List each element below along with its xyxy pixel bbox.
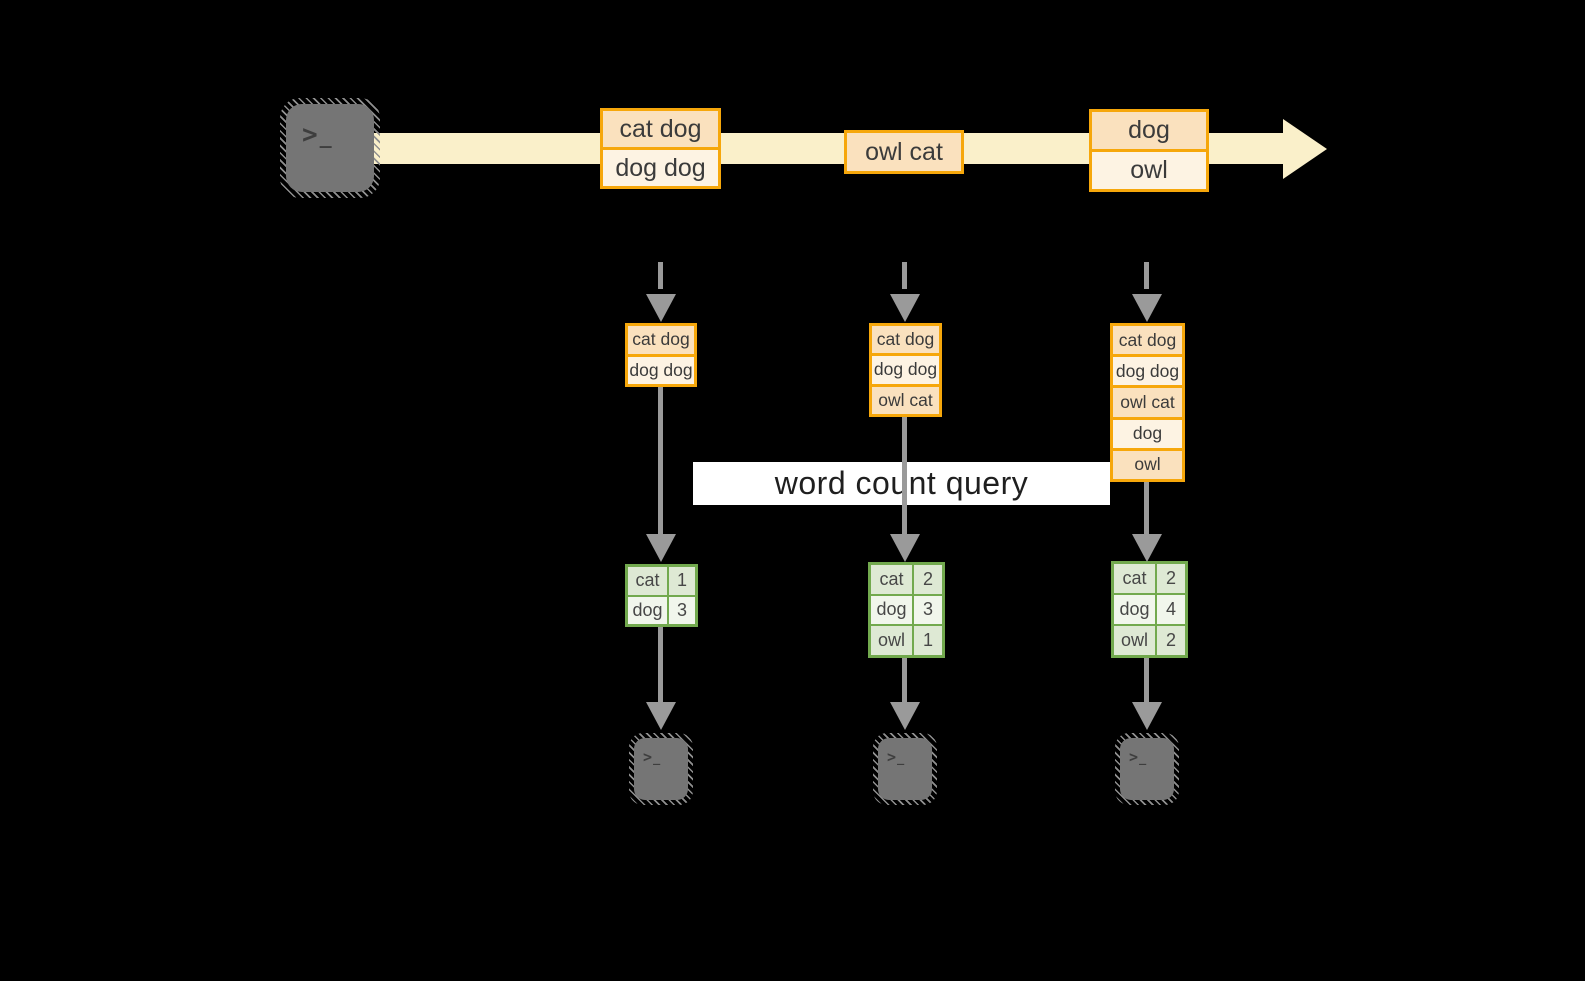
window-cell: owl (1113, 450, 1182, 480)
dashed-arrow-line (1144, 262, 1149, 289)
count-value-cell: 2 (1157, 564, 1185, 593)
terminal-screen: >_ (878, 738, 932, 800)
output-arrow-line (1144, 658, 1149, 702)
window-cell: dog dog (872, 356, 939, 384)
output-arrow-head-icon (646, 702, 676, 730)
count-word-cell: dog (1114, 595, 1155, 624)
dashed-arrow-head-icon (1132, 294, 1162, 322)
stream-event-box-2: owl cat (844, 130, 964, 174)
count-word-cell: cat (628, 567, 667, 595)
window-cell: cat dog (628, 326, 694, 354)
query-banner: word count query (693, 462, 1110, 505)
stream-event-cell: owl (1092, 152, 1206, 189)
window-stack-1: cat dog dog dog (625, 323, 697, 387)
query-arrow-line (658, 387, 663, 534)
output-arrow-head-icon (1132, 702, 1162, 730)
count-value-cell: 2 (1157, 626, 1185, 655)
terminal-prompt-icon: >_ (302, 120, 334, 150)
window-cell: owl cat (872, 386, 939, 414)
stream-event-box-1: cat dog dog dog (600, 108, 721, 189)
count-table-2: cat 2 dog 3 owl 1 (868, 562, 945, 658)
query-arrow-line (902, 417, 907, 534)
count-word-cell: cat (871, 565, 912, 594)
query-arrow-head-icon (646, 534, 676, 562)
dashed-arrow-line (658, 262, 663, 289)
count-word-cell: dog (871, 595, 912, 625)
count-word-cell: owl (1114, 626, 1155, 655)
stream-event-cell: dog (1092, 112, 1206, 149)
window-cell: cat dog (1113, 326, 1182, 355)
count-value-cell: 1 (669, 567, 695, 595)
output-arrow-head-icon (890, 702, 920, 730)
count-word-cell: cat (1114, 564, 1155, 593)
count-word-cell: owl (871, 626, 912, 655)
count-value-cell: 3 (669, 596, 695, 624)
window-stack-2: cat dog dog dog owl cat (869, 323, 942, 417)
terminal-screen: >_ (634, 738, 688, 800)
stream-event-cell: owl cat (847, 133, 961, 171)
count-value-cell: 4 (1157, 595, 1185, 624)
query-arrow-head-icon (890, 534, 920, 562)
window-cell: cat dog (872, 326, 939, 354)
query-arrow-head-icon (1132, 534, 1162, 562)
source-terminal-icon: >_ (280, 98, 380, 198)
output-terminal-icon: >_ (873, 733, 937, 805)
window-cell: dog (1113, 419, 1182, 448)
window-cell: owl cat (1113, 388, 1182, 417)
output-terminal-icon: >_ (629, 733, 693, 805)
dashed-arrow-line (902, 262, 907, 289)
dashed-arrow-head-icon (890, 294, 920, 322)
window-cell: dog dog (1113, 357, 1182, 386)
query-arrow-line (1144, 482, 1149, 534)
terminal-prompt-icon: >_ (887, 748, 906, 766)
window-cell: dog dog (628, 356, 694, 384)
count-table-3: cat 2 dog 4 owl 2 (1111, 561, 1188, 658)
window-stack-3: cat dog dog dog owl cat dog owl (1110, 323, 1185, 482)
count-word-cell: dog (628, 596, 667, 624)
terminal-prompt-icon: >_ (643, 748, 662, 766)
dashed-arrow-head-icon (646, 294, 676, 322)
output-arrow-line (658, 627, 663, 702)
output-arrow-line (902, 658, 907, 702)
terminal-prompt-icon: >_ (1129, 748, 1148, 766)
terminal-screen: >_ (286, 104, 374, 192)
count-value-cell: 1 (914, 626, 942, 655)
stream-event-cell: cat dog (603, 111, 718, 147)
count-table-1: cat 1 dog 3 (625, 564, 698, 627)
count-value-cell: 2 (914, 565, 942, 594)
terminal-screen: >_ (1120, 738, 1174, 800)
stream-event-cell: dog dog (603, 150, 718, 186)
query-banner-label: word count query (774, 465, 1029, 501)
stream-arrowhead-icon (1283, 119, 1327, 179)
output-terminal-icon: >_ (1115, 733, 1179, 805)
count-value-cell: 3 (914, 595, 942, 625)
stream-event-box-3: dog owl (1089, 109, 1209, 192)
